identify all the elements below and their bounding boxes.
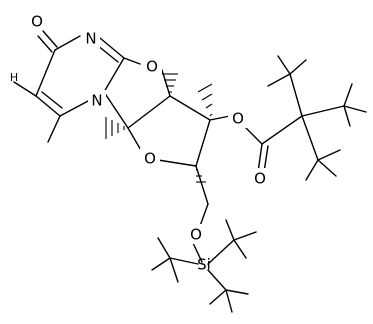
bond-c4-n1 [103,57,125,93]
atom-o-oxazoline: O [146,58,158,76]
h3 [289,59,307,75]
bond-c6-c5-double [41,91,63,109]
h17 [225,289,249,295]
bond-c5-c2 [35,49,56,97]
bond-c-cq [261,115,303,145]
bond-c2-o [157,159,197,167]
bond-c3-c2 [195,119,211,167]
h1 [277,55,291,75]
h-pyrimidine-label: H [10,71,18,84]
bond-c3-o-ester [209,115,231,121]
bond-cq-me3 [301,115,319,161]
furanose-ring [127,95,211,167]
h4 [343,83,353,107]
bond-ch2-o [199,203,209,227]
bond-si-me3 [207,269,227,291]
stereo-hash-c3a [162,73,178,93]
bond-si-me1 [207,239,235,265]
bond-n3-c4-double [96,44,119,63]
atom-n3: N [85,30,96,48]
stereo-hash-c3 [197,83,213,117]
pyrimidinone-ring [13,30,125,143]
bond-o-si [192,242,203,263]
bond-c6-h [47,115,61,143]
h10 [225,219,235,241]
silyl-ether [151,165,257,313]
bond-c2-ch2 [195,165,209,205]
bond-c-o-carbonyl-ester [257,143,263,173]
atom-carbonyl-o: O [31,13,43,31]
atom-n1: N [91,92,102,110]
h13 [157,237,171,259]
bond-n1-c6 [59,99,91,117]
h2 [267,73,291,87]
bond-c9a-c3a [127,95,171,129]
h16 [209,289,227,305]
bond-n3-c4 [99,37,125,59]
bond-si-me2 [169,257,199,265]
h5 [343,105,367,113]
atom-o-ester: O [232,110,244,128]
bond-c-o-carbonyl-2 [42,30,58,48]
h11 [233,231,257,241]
bond-c-o-carbonyl-ester-2 [263,145,269,173]
bond-c-o-carbonyl [37,35,53,53]
bond-c3a-c3 [169,95,211,121]
h15 [169,257,179,283]
h8 [317,159,337,177]
pivaloyl-ester [209,55,367,181]
h14 [151,257,171,271]
h6 [343,105,351,127]
h7 [305,159,319,181]
bond-c6-c5 [35,95,61,117]
bond-o-c9a [127,127,143,153]
h9 [317,149,341,161]
bond-n1-c9a [103,91,129,129]
h18 [225,289,233,313]
atom-o-furanose: O [144,150,156,168]
bond-cq-me1 [289,73,303,117]
h12 [233,239,247,259]
atom-o-carbonyl-ester: O [254,170,266,188]
atom-si: Si [197,256,211,274]
stereo-hash-c9a [105,117,125,139]
atom-o-silyl: O [190,226,202,244]
bond-cq-me2 [301,105,345,117]
bond-c4-o [123,57,141,65]
bond-c-n3 [54,35,81,51]
bond-c5-h [13,81,37,97]
